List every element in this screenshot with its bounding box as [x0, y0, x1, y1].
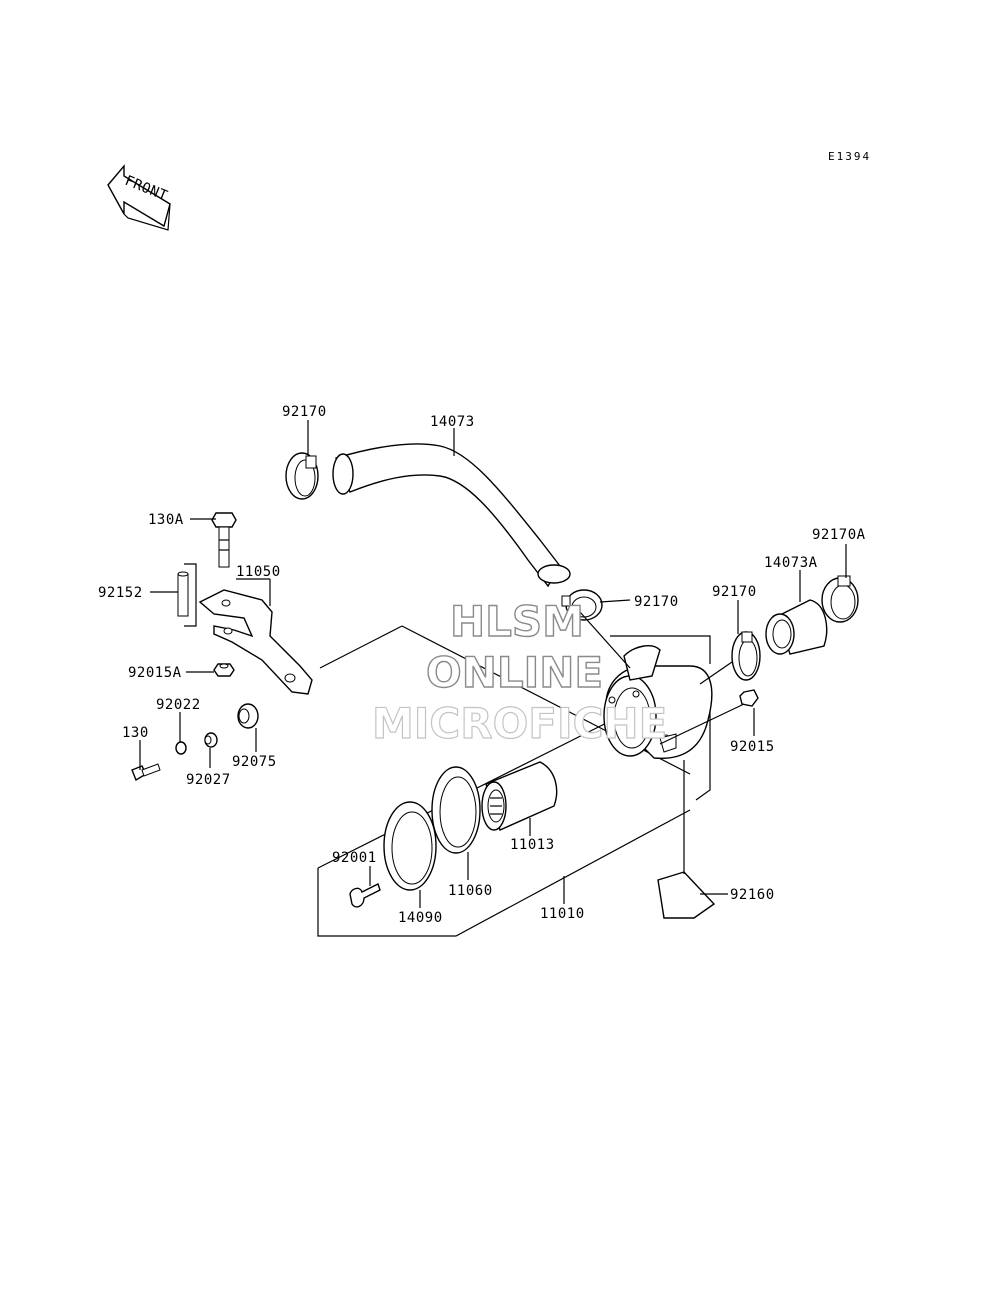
bolt-130	[131, 763, 161, 782]
watermark-line1: HLSM	[450, 597, 584, 646]
hose-clamp-92170-top	[285, 452, 319, 500]
gasket-11060	[431, 766, 481, 854]
label-92170-top: 92170	[282, 404, 327, 420]
label-92027: 92027	[186, 772, 231, 788]
label-11050: 11050	[236, 564, 281, 580]
label-130A: 130A	[148, 512, 184, 528]
leader-lines	[139, 420, 847, 908]
front-arrow-icon: FRONT	[107, 164, 171, 231]
label-92170-right: 92170	[712, 584, 757, 600]
hose-clamp-92170-right	[731, 631, 761, 681]
label-92152: 92152	[98, 585, 143, 601]
filter-element-11013	[481, 761, 558, 831]
label-92022: 92022	[156, 697, 201, 713]
label-14090: 14090	[398, 910, 443, 926]
watermark-line2: ONLINE	[426, 648, 603, 697]
collar-92027	[204, 732, 218, 748]
cover-14090	[383, 801, 437, 891]
label-92170A: 92170A	[812, 527, 866, 543]
label-130: 130	[122, 725, 149, 741]
label-92160: 92160	[730, 887, 775, 903]
label-14073: 14073	[430, 414, 475, 430]
collar-92152	[177, 571, 189, 617]
label-92015A: 92015A	[128, 665, 182, 681]
nut-92015	[739, 689, 759, 707]
watermark-line3: MICROFICHE	[372, 699, 667, 748]
watermark: HLSM ONLINE MICROFICHE	[371, 596, 667, 748]
wing-bolt-92001	[349, 883, 381, 908]
label-92160	[657, 871, 716, 919]
hose-clamp-92170A	[821, 575, 859, 623]
air-cleaner-case	[603, 645, 713, 760]
nut-92015A	[213, 663, 235, 677]
label-11060: 11060	[448, 883, 493, 899]
diagram-code: E1394	[828, 150, 871, 163]
hose-14073	[332, 443, 571, 588]
label-14073A: 14073A	[764, 555, 818, 571]
washer-92022	[175, 741, 187, 755]
damper-92075	[237, 703, 259, 729]
duct-14073A	[765, 599, 828, 655]
label-92001: 92001	[332, 850, 377, 866]
label-92170-mid: 92170	[634, 594, 679, 610]
label-92075: 92075	[232, 754, 277, 770]
label-11013: 11013	[510, 837, 555, 853]
bracket-11050	[198, 589, 313, 695]
label-11010: 11010	[540, 906, 585, 922]
bolt-130A	[211, 512, 237, 568]
label-92015: 92015	[730, 739, 775, 755]
